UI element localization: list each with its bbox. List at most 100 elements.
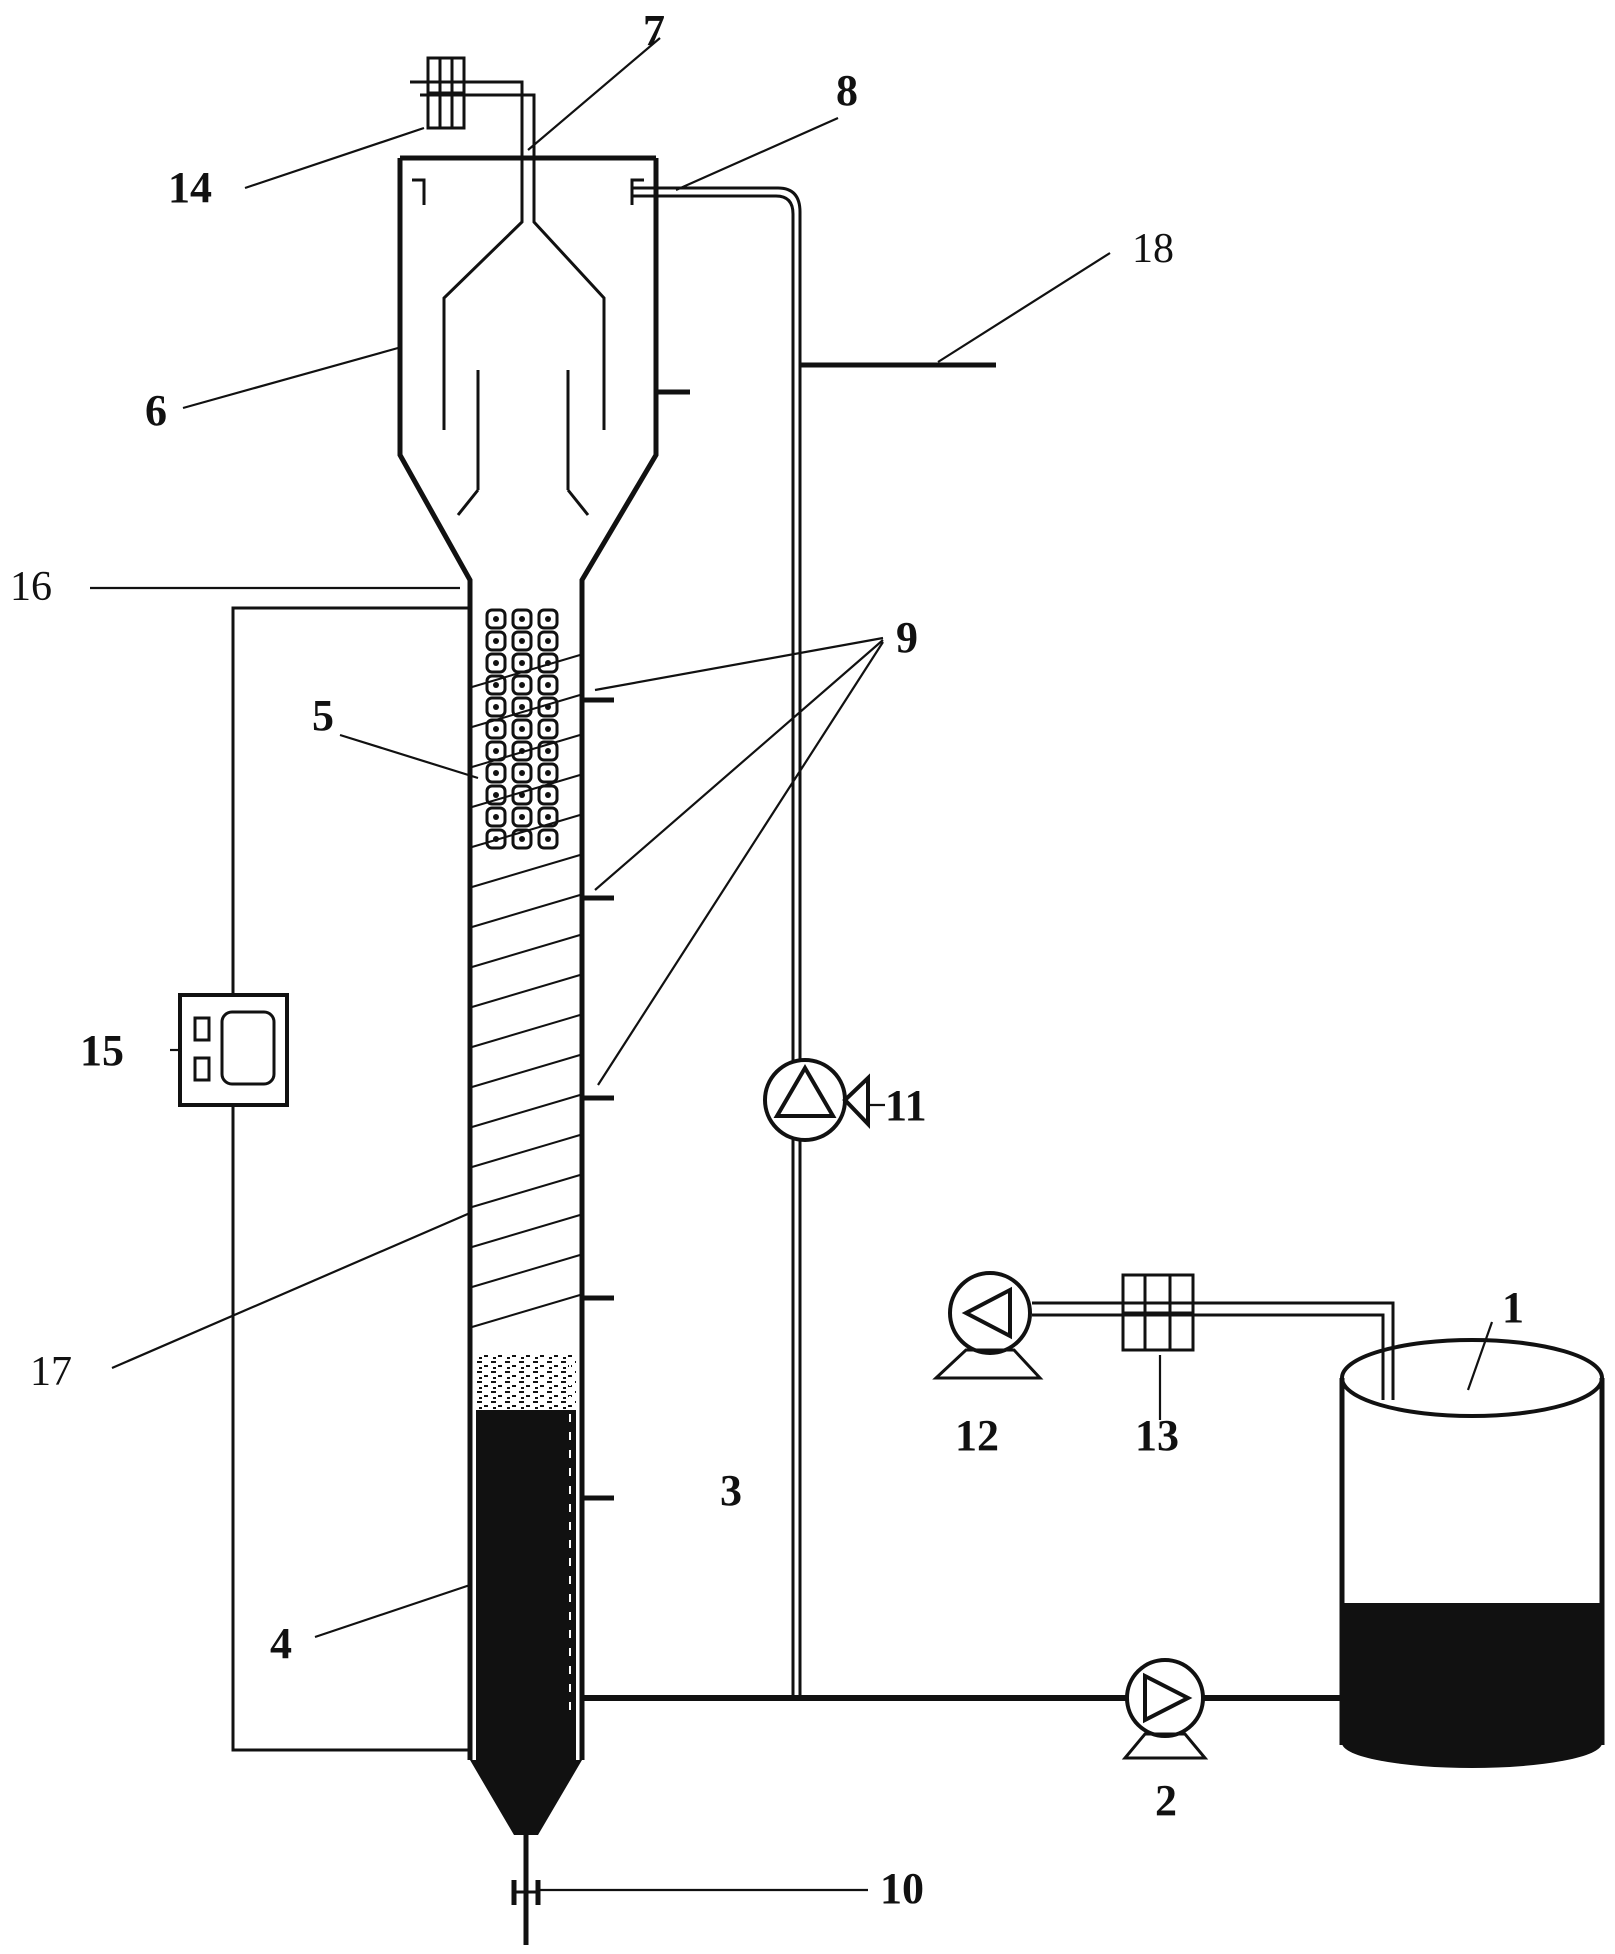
biogas-outlet-pipe [410,80,536,158]
carrier-cell [485,762,507,784]
hatch-line [471,654,581,688]
hatch-line [471,934,581,968]
carrier-cell-core [519,704,525,710]
carrier-cell [511,630,533,652]
hatch-line [471,1014,581,1048]
label-6: 6 [145,386,167,435]
hatch-line [471,1134,581,1168]
label-13: 13 [1135,1411,1179,1460]
hatch-line [471,1054,581,1088]
hatch-line [471,854,581,888]
carrier-cell-core [493,748,499,754]
gas-flowmeter [426,56,466,130]
temperature-controller [178,993,289,1107]
effluent-recirculation-line [632,186,996,1695]
label-2: 2 [1155,1776,1177,1825]
label-12: 12 [955,1411,999,1460]
feed-tank [1339,1338,1605,1768]
carrier-cell [537,652,559,674]
carrier-cell-core [493,814,499,820]
leader-lines [90,37,1494,1892]
hatch-line [471,1174,581,1208]
carrier-cell [485,696,507,718]
label-4: 4 [270,1619,292,1668]
carrier-cell-core [519,770,525,776]
hatch-line [471,1294,581,1328]
carrier-cell [537,806,559,828]
carrier-cell-core [519,726,525,732]
carrier-cell [485,608,507,630]
carrier-cell-core [493,726,499,732]
carrier-cell-core [545,770,551,776]
label-7: 7 [643,6,665,55]
carrier-cell-core [545,836,551,842]
carrier-cell-core [519,814,525,820]
label-16: 16 [10,564,52,610]
carrier-cell-core [545,682,551,688]
carrier-cell [485,784,507,806]
carrier-cell-core [545,726,551,732]
carrier-cell [511,696,533,718]
label-18: 18 [1132,226,1174,272]
carrier-cell-core [493,792,499,798]
carrier-cell [537,784,559,806]
temperature-control-loop [231,606,470,1752]
hatch-line [471,814,581,848]
carrier-cell-core [493,770,499,776]
carrier-cell [511,828,533,850]
carrier-cell [511,608,533,630]
part-labels: 1 2 3 4 5 6 7 8 9 10 11 12 13 14 15 16 1… [10,6,1524,1913]
feed-pump [1121,1658,1209,1760]
hatch-line [471,1254,581,1288]
hatched-zone [471,654,581,1328]
hatch-line [471,774,581,808]
carrier-cell [511,740,533,762]
hatch-line [471,694,581,728]
carrier-cell-core [493,638,499,644]
hatch-line [471,1094,581,1128]
carrier-cell [537,718,559,740]
drain-valve [511,1835,541,1945]
carrier-cell [537,674,559,696]
carrier-cell-core [519,682,525,688]
label-14: 14 [168,163,212,212]
carrier-cell [485,674,507,696]
carrier-packing [485,608,559,850]
sludge-bed [476,1355,576,1760]
label-17: 17 [30,1349,72,1395]
carrier-cell [511,718,533,740]
air-flowmeter [1121,1273,1195,1352]
label-3: 3 [720,1466,742,1515]
carrier-cell-core [519,836,525,842]
carrier-cell-core [545,814,551,820]
label-5: 5 [312,691,334,740]
hatch-line [471,734,581,768]
air-pump [932,1271,1044,1380]
carrier-cell [485,828,507,850]
hatch-line [471,894,581,928]
carrier-cell-core [493,660,499,666]
label-10: 10 [880,1864,924,1913]
reaction-column [467,600,585,1835]
carrier-cell-core [545,748,551,754]
carrier-cell [511,762,533,784]
carrier-cell-core [493,704,499,710]
label-9: 9 [896,613,918,662]
hatch-line [471,974,581,1008]
carrier-cell [511,674,533,696]
carrier-cell-core [545,638,551,644]
carrier-cell-core [519,616,525,622]
carrier-cell [511,806,533,828]
carrier-cell-core [545,616,551,622]
carrier-cell [537,762,559,784]
carrier-cell [485,630,507,652]
carrier-cell [485,806,507,828]
carrier-cell-core [493,616,499,622]
hatch-line [471,1214,581,1248]
three-phase-separator [397,155,690,600]
recirculation-pump [763,1058,870,1142]
label-11: 11 [885,1081,927,1130]
carrier-cell [537,740,559,762]
